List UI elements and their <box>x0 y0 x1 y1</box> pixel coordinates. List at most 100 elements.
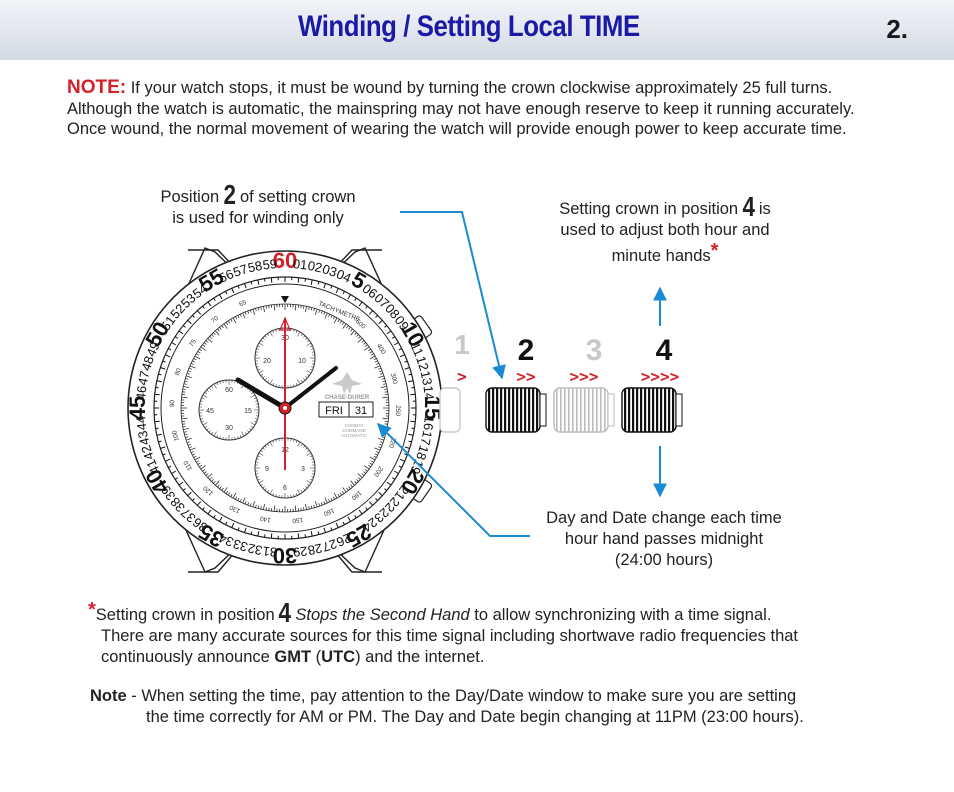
dial-tick <box>358 336 361 339</box>
dial-tick <box>232 317 237 324</box>
bezel-tick <box>297 277 300 283</box>
dial-tick <box>350 330 355 336</box>
subdial-tick <box>269 441 273 447</box>
subdial-tick <box>311 363 315 365</box>
bezel-tick <box>174 477 178 480</box>
subdial-tick <box>255 363 259 365</box>
bezel-number: 02 <box>306 258 323 276</box>
subdial-tick <box>255 403 259 405</box>
bezel-tick <box>154 393 160 396</box>
subdial-tick <box>293 329 295 332</box>
bezel-number: 47 <box>135 369 153 386</box>
bezel-tick <box>270 533 273 539</box>
crown-position-2: 2 >> <box>485 334 547 433</box>
jet-logo-icon <box>332 372 362 394</box>
dial-tick <box>260 506 262 510</box>
dial-tick <box>376 451 380 454</box>
dial-tick <box>185 375 192 379</box>
subdial-tick <box>250 422 256 426</box>
subdial-tick <box>204 425 207 428</box>
bezel-tick <box>237 527 240 531</box>
bezel-number: 48 <box>138 354 157 372</box>
dial-tick <box>252 308 256 315</box>
tachymeter-number: 65 <box>238 299 248 308</box>
dial-tick <box>215 480 220 486</box>
dial-tick <box>228 492 231 496</box>
bezel-number: 16 <box>420 415 436 431</box>
dial-tick <box>379 370 383 373</box>
bezel-number: 43 <box>135 429 153 446</box>
bezel-tick <box>317 281 320 285</box>
bezel-tick <box>187 319 192 325</box>
bezel-number: 18 <box>413 443 432 461</box>
crown-4-chevrons: >>>> <box>641 367 680 386</box>
subdial-tick <box>300 490 303 493</box>
bezel-tick <box>408 440 412 443</box>
bezel-tick <box>411 387 415 389</box>
dial-tick <box>348 486 351 490</box>
subdial-tick <box>300 443 303 446</box>
dial-tick <box>320 502 323 506</box>
subdial-tick <box>309 368 313 371</box>
dial-tick <box>305 503 307 510</box>
dial-tick <box>268 507 270 511</box>
bezel-tick <box>392 477 396 480</box>
dial-tick <box>249 503 252 507</box>
day-window: FRI <box>325 405 343 417</box>
bezel-tick <box>270 277 273 283</box>
bezel-tick <box>323 283 326 289</box>
subdial-tick <box>202 422 208 426</box>
subdial-tick <box>290 328 292 332</box>
bezel-tick <box>365 305 368 309</box>
dial-tick <box>318 503 321 507</box>
subdial-tick <box>208 430 211 433</box>
dial-tick <box>333 317 338 324</box>
dial-tick <box>230 319 233 323</box>
dial-tick <box>188 446 192 449</box>
dial-tick <box>337 319 340 323</box>
dial-tick <box>199 464 203 468</box>
subdial-tick <box>306 480 312 484</box>
bezel-tick <box>244 283 247 289</box>
dial-tick <box>185 436 189 438</box>
subdial-tick <box>278 328 280 332</box>
dial-tick <box>323 311 326 315</box>
bezel-number: 34 <box>217 530 236 550</box>
subdial-tick <box>219 436 221 439</box>
dial-tick <box>369 351 373 354</box>
tachymeter-number: 70 <box>210 315 220 325</box>
dial-tick <box>182 426 186 428</box>
dial-tick <box>354 481 357 484</box>
dial-tick <box>363 471 367 474</box>
footnote: *Setting crown in position 4 Stops the S… <box>88 597 799 667</box>
dial-tick <box>221 325 224 329</box>
bezel-number: 51 <box>158 313 179 334</box>
subdial-tick <box>311 461 315 463</box>
bezel-number: 14 <box>420 385 436 401</box>
bezel-tick <box>202 305 205 309</box>
bezel-tick <box>155 427 159 429</box>
subdial-tick <box>267 490 270 493</box>
subdial-tick <box>272 330 275 334</box>
model-line-3: AUTOMATIC <box>341 433 368 438</box>
dial-tick <box>380 372 384 375</box>
bezel-tick <box>398 348 402 351</box>
bezel-tick <box>335 522 339 528</box>
subdial-tick <box>306 342 312 346</box>
dial-tick <box>263 503 265 510</box>
bezel-number: 11 <box>407 340 426 358</box>
crown-position-1: 1 > <box>439 329 470 433</box>
bezel-tick <box>168 348 172 351</box>
dial-tick <box>350 328 353 332</box>
dial-tick <box>308 306 310 310</box>
dial-tick <box>247 502 250 506</box>
subdial-tick <box>255 418 258 420</box>
subdial-tick <box>278 384 280 388</box>
dial-tick <box>183 428 190 430</box>
dial-tick <box>337 493 340 497</box>
page-header: Winding / Setting Local TIME 2. <box>0 0 954 60</box>
dial-tick <box>223 487 228 493</box>
subdial-tick <box>278 438 280 442</box>
dial-tick <box>242 497 246 504</box>
